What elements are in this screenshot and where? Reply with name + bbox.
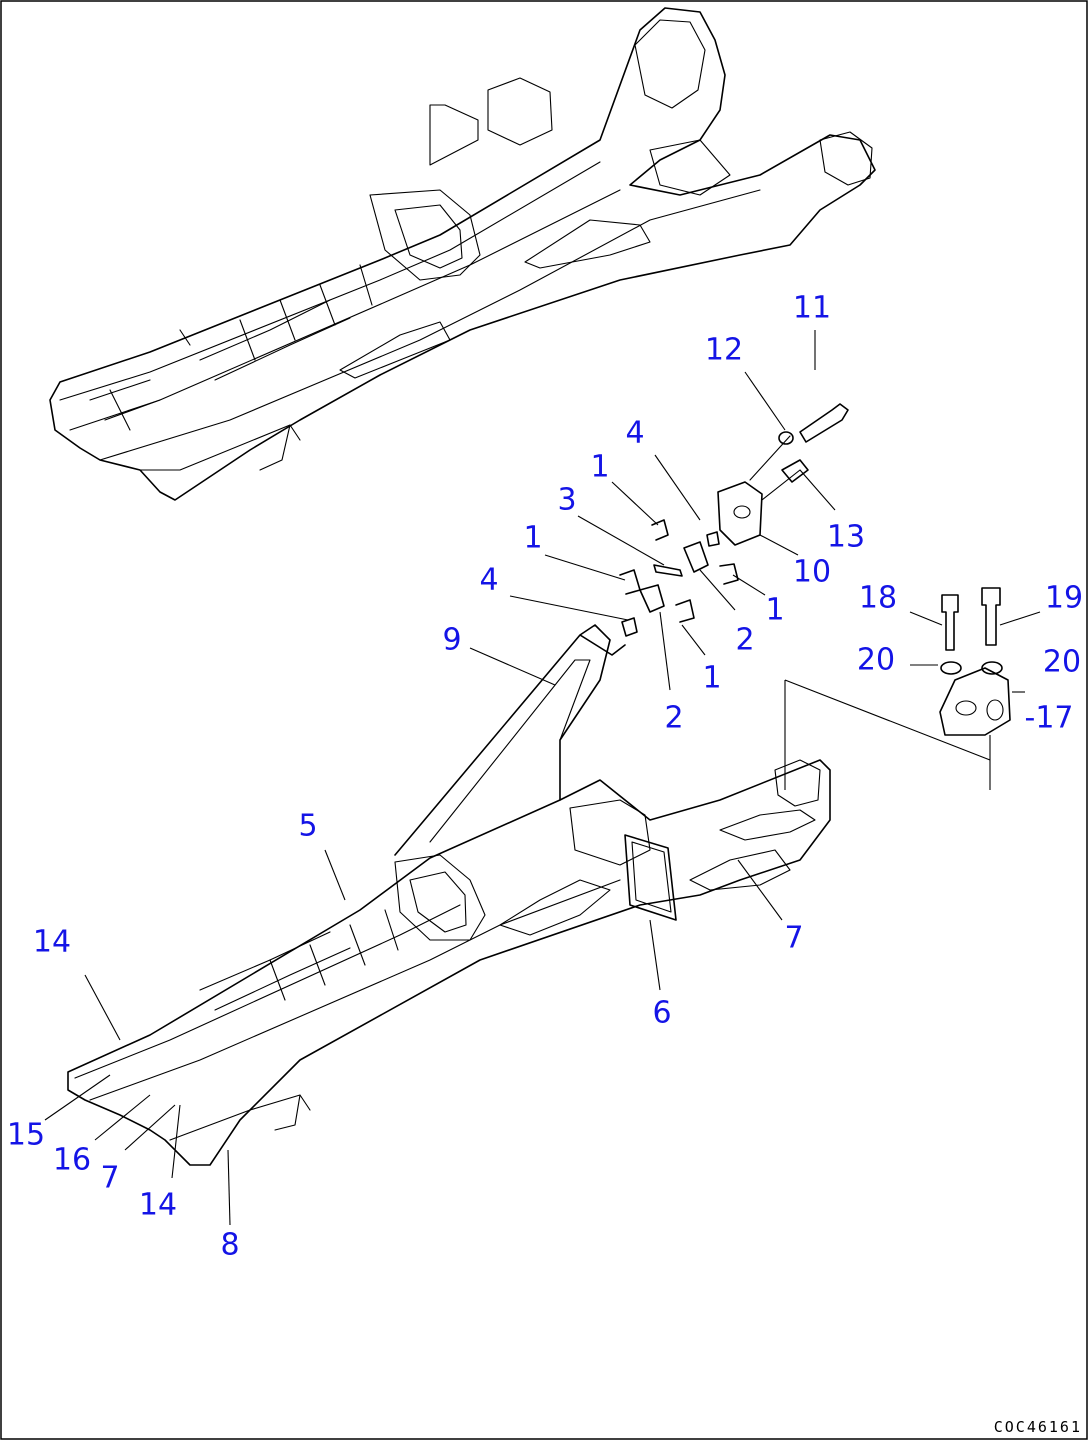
label-16: 16: [53, 1143, 91, 1178]
label-11: 11: [793, 291, 831, 326]
label-8: 8: [220, 1228, 239, 1263]
label-17: -17: [1025, 701, 1074, 736]
label-1-top: 1: [590, 450, 609, 485]
upper-frame-assembly: [49, 7, 876, 501]
label-13: 13: [827, 520, 865, 555]
label-7-right: 7: [784, 921, 803, 956]
exploded-parts: [619, 403, 1011, 790]
label-4-top: 4: [625, 416, 644, 451]
label-1-right: 1: [765, 593, 784, 628]
label-20-left: 20: [857, 643, 895, 678]
label-1-left: 1: [523, 521, 542, 556]
label-6: 6: [652, 996, 671, 1031]
label-1-bottom: 1: [702, 661, 721, 696]
label-9: 9: [442, 623, 461, 658]
label-12: 12: [705, 333, 743, 368]
label-15: 15: [7, 1118, 45, 1153]
label-4-left: 4: [479, 563, 498, 598]
part-labels: 11 12 13 10 4 1 3 1 4 1 2 1 2 9 18 19 20…: [7, 291, 1083, 1263]
label-7-left: 7: [100, 1161, 119, 1196]
label-19: 19: [1045, 581, 1083, 616]
label-20-right: 20: [1043, 645, 1081, 680]
label-14-bottom: 14: [139, 1188, 177, 1223]
drawing-code: COC46161: [994, 1418, 1082, 1436]
label-2-right: 2: [735, 623, 754, 658]
leader-lines: [44, 330, 1041, 1226]
label-5: 5: [298, 809, 317, 844]
label-2-bottom: 2: [664, 701, 683, 736]
label-14-top: 14: [33, 925, 71, 960]
lower-frame-assembly: [67, 624, 831, 1166]
label-10: 10: [793, 555, 831, 590]
label-18: 18: [859, 581, 897, 616]
label-3: 3: [557, 483, 576, 518]
